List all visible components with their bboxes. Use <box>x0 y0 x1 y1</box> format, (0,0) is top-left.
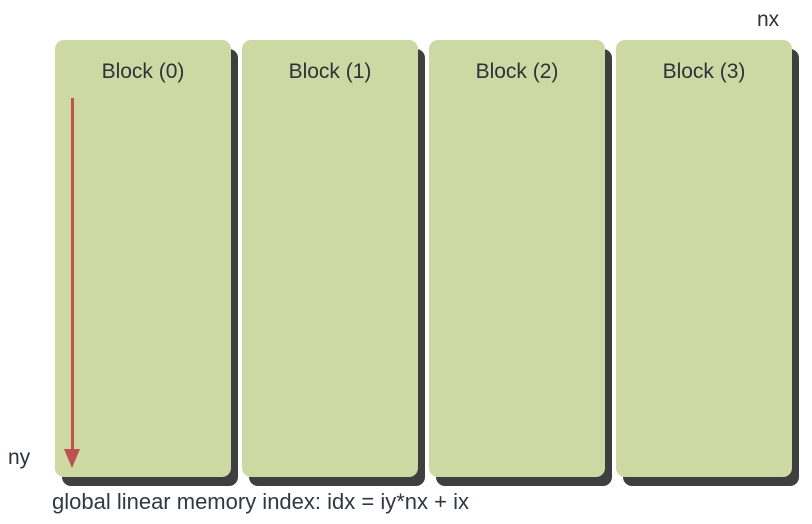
block-1-label: Block (1) <box>288 60 372 83</box>
ny-axis-label: ny <box>8 446 31 469</box>
block-3: Block (3) <box>616 40 792 477</box>
nx-axis-label: nx <box>757 8 780 31</box>
block-3-label: Block (3) <box>662 60 746 83</box>
down-arrow-shaft <box>70 98 74 449</box>
figure-caption: global linear memory index: idx = iy*nx … <box>52 489 469 514</box>
block-1: Block (1) <box>242 40 418 477</box>
block-2: Block (2) <box>429 40 605 477</box>
down-arrow-head <box>64 449 80 468</box>
block-0: Block (0) <box>55 40 231 477</box>
block-0-label: Block (0) <box>101 60 185 83</box>
blocks-row: Block (0) Block (1) Block (2) Block (3) <box>55 40 792 477</box>
down-arrow-icon <box>64 98 80 468</box>
block-2-label: Block (2) <box>475 60 559 83</box>
